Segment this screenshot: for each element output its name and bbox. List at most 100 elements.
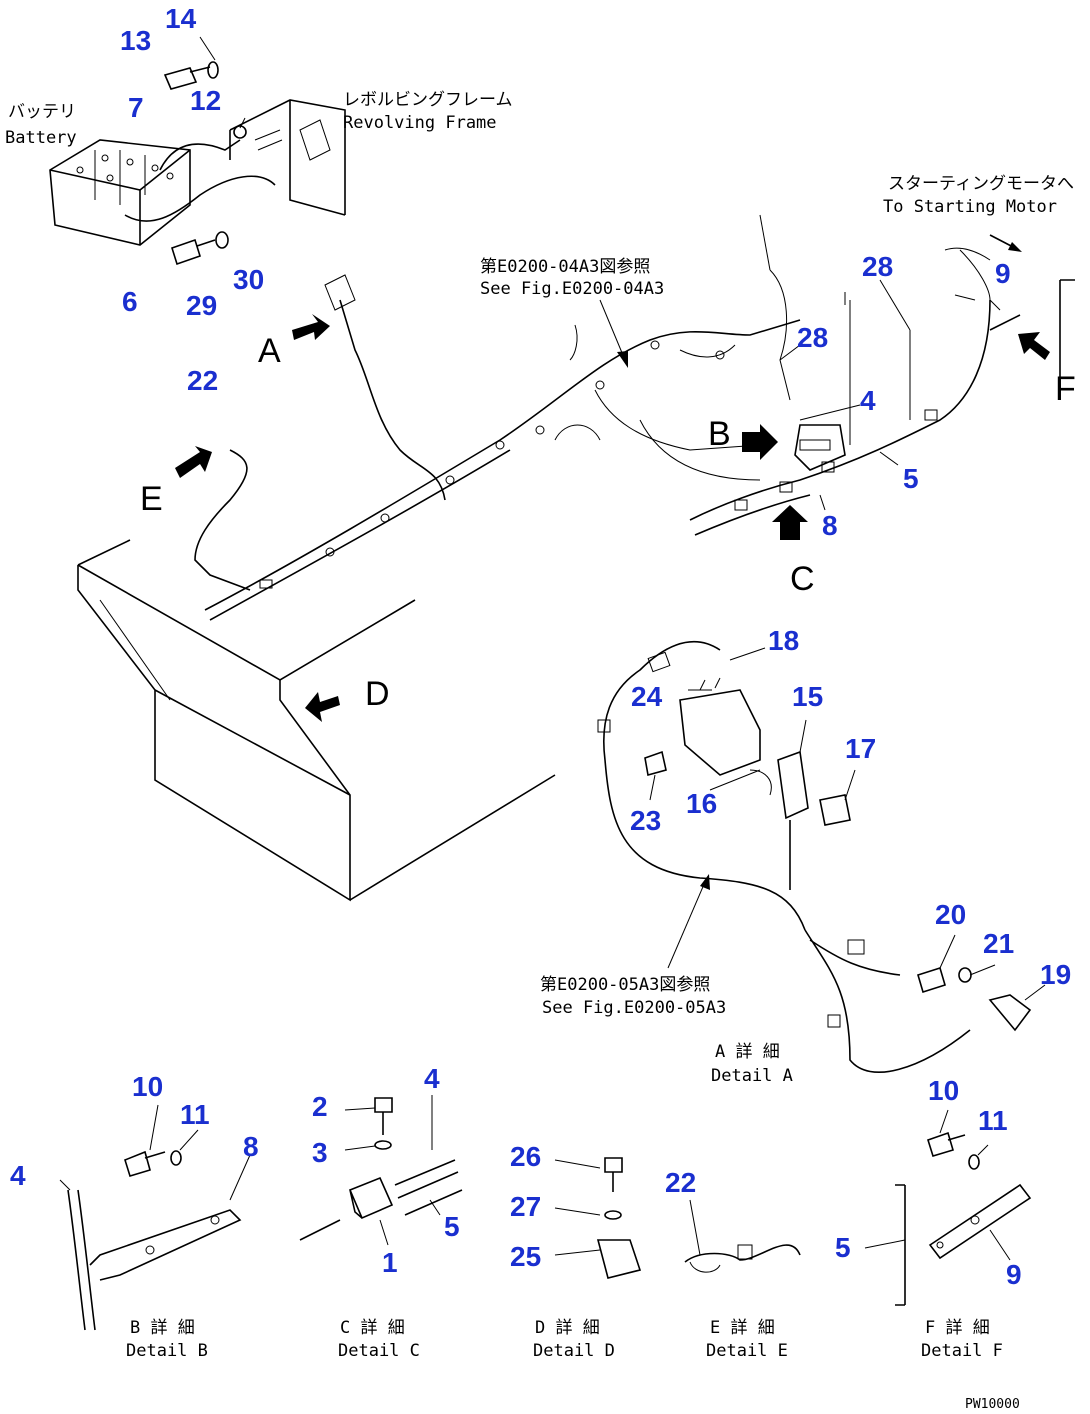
bolt-10-detail-b [124, 1150, 166, 1177]
battery-cable-6 [124, 175, 276, 222]
leader-lines [59, 36, 1046, 1261]
detail-f-drawing [895, 1131, 1032, 1306]
ref-pointer-04a3 [599, 299, 626, 361]
view-arrow-d [305, 692, 340, 722]
view-letter-a: A [258, 332, 281, 370]
callout-15: 15 [792, 681, 823, 712]
switch-15 [777, 750, 809, 820]
callout-28-mid: 28 [797, 322, 828, 353]
callout-1: 1 [382, 1247, 398, 1278]
view-arrows [175, 234, 1075, 722]
washer-27 [604, 1210, 622, 1220]
label-detail-a-jp: A 詳 細 [715, 1042, 780, 1062]
callout-3: 3 [312, 1137, 328, 1168]
label-ref-04a3-en: See Fig.E0200-04A3 [480, 279, 664, 299]
washer-11-detail-f [968, 1154, 980, 1170]
label-detail-d-en: Detail D [533, 1341, 615, 1361]
bolt-29 [171, 238, 216, 266]
label-ref-04a3-jp: 第E0200-04A3図参照 [480, 257, 650, 277]
washer-14 [207, 61, 219, 79]
callout-5-detail-c: 5 [444, 1211, 460, 1242]
view-arrow-a [292, 314, 330, 340]
battery-cable-7 [159, 139, 241, 171]
label-detail-b-jp: B 詳 細 [130, 1318, 195, 1338]
label-frame-jp: レボルビングフレーム [343, 90, 513, 110]
callout-16: 16 [686, 788, 717, 819]
view-arrow-e [175, 446, 212, 478]
callout-23: 23 [630, 805, 661, 836]
view-letter-b: B [708, 415, 731, 453]
label-frame-en: Revolving Frame [343, 113, 497, 133]
callout-13: 13 [120, 25, 151, 56]
label-ref-05a3-jp: 第E0200-05A3図参照 [540, 975, 710, 995]
callout-21: 21 [983, 928, 1014, 959]
label-detail-b-en: Detail B [126, 1341, 208, 1361]
view-arrow-b [742, 424, 778, 460]
bolt-2 [374, 1097, 393, 1135]
callout-7: 7 [128, 92, 144, 123]
view-letter-c: C [790, 560, 815, 598]
callout-8-detail-b: 8 [243, 1131, 259, 1162]
label-detail-a-en: Detail A [711, 1066, 793, 1086]
label-motor-jp: スターティングモータへ [888, 174, 1074, 194]
callout-4-detail-b: 4 [10, 1160, 26, 1191]
detail-b-drawing [67, 1150, 242, 1331]
label-detail-f-en: Detail F [921, 1341, 1003, 1361]
washer-11-detail-b [170, 1150, 182, 1166]
battery-drawing [49, 139, 191, 246]
callout-27: 27 [510, 1191, 541, 1222]
callout-11-detail-f: 11 [978, 1105, 1008, 1136]
cable-9 [989, 314, 1021, 331]
callout-26: 26 [510, 1141, 541, 1172]
callout-12: 12 [190, 85, 221, 116]
callout-30: 30 [233, 264, 264, 295]
wire-22 [194, 449, 251, 591]
callout-17: 17 [845, 733, 876, 764]
view-letter-d: D [365, 675, 390, 713]
detail-c-drawing [299, 1097, 463, 1241]
callout-25: 25 [510, 1241, 541, 1272]
washer-3 [374, 1140, 392, 1150]
callout-2: 2 [312, 1091, 328, 1122]
bracket-8 [794, 424, 846, 471]
ref-pointer-05a3 [667, 881, 706, 969]
label-motor-en: To Starting Motor [883, 197, 1057, 217]
callout-24: 24 [631, 681, 663, 712]
view-letter-e: E [140, 480, 163, 518]
label-detail-f-jp: F 詳 細 [925, 1318, 990, 1338]
bracket-19 [988, 994, 1032, 1032]
revolving-frame-drawing [229, 99, 346, 216]
nut-12 [233, 125, 247, 139]
bracket-25 [596, 1239, 642, 1279]
callout-22: 22 [187, 365, 218, 396]
callout-20: 20 [935, 899, 966, 930]
bolt-10-detail-f [927, 1131, 966, 1157]
bolt-20 [917, 966, 946, 994]
callout-29: 29 [186, 290, 217, 321]
callout-22-detail-e: 22 [665, 1167, 696, 1198]
callout-5-top: 5 [903, 463, 919, 494]
label-detail-d-jp: D 詳 細 [535, 1318, 600, 1338]
callout-19: 19 [1040, 959, 1071, 990]
bolt-26 [604, 1157, 623, 1192]
callout-8-top: 8 [822, 510, 838, 541]
callout-9-top: 9 [995, 258, 1011, 289]
label-detail-e-jp: E 詳 細 [710, 1318, 775, 1338]
washer-30 [215, 231, 229, 249]
callout-4-top: 4 [860, 385, 876, 416]
label-detail-c-en: Detail C [338, 1341, 420, 1361]
callout-10-detail-f: 10 [928, 1075, 959, 1106]
counterweight-drawing [77, 539, 556, 902]
callout-9-detail-f: 9 [1006, 1259, 1022, 1290]
bolt-17 [819, 794, 851, 826]
bolt-13 [163, 66, 211, 90]
main-harness [194, 214, 991, 621]
label-ref-05a3-en: See Fig.E0200-05A3 [542, 998, 726, 1018]
detail-d-drawing [596, 1157, 642, 1279]
callout-28-top: 28 [862, 251, 893, 282]
callout-18: 18 [768, 625, 799, 656]
bolt-23 [644, 750, 667, 777]
callout-6: 6 [122, 286, 138, 317]
view-letter-f: F [1055, 370, 1076, 408]
callout-10-detail-b: 10 [132, 1071, 163, 1102]
